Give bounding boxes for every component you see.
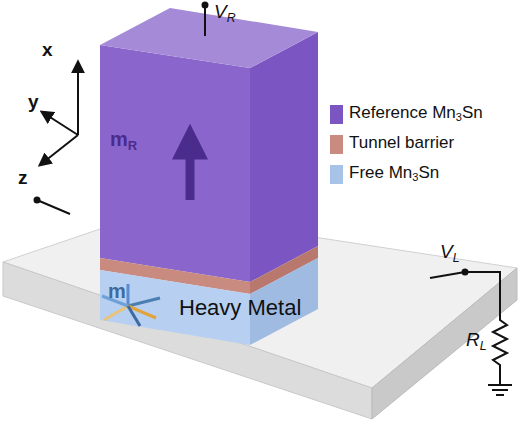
wire — [204, 5, 206, 36]
legend-swatch — [330, 105, 343, 124]
axis-label: z — [18, 168, 28, 189]
voltage-label: VL — [440, 242, 460, 265]
ground-symbol — [492, 389, 508, 391]
moment-label: mR — [110, 128, 137, 153]
reference-moment-arrow — [186, 138, 195, 200]
reference-layer-side — [250, 32, 318, 282]
wire — [37, 200, 70, 214]
voltage-label: VR — [214, 2, 236, 25]
pillar-top — [100, 8, 318, 68]
wire — [430, 272, 465, 278]
reference-layer — [100, 45, 250, 282]
legend-text: Free Mn3Sn — [349, 164, 439, 183]
axis-label: y — [28, 92, 39, 113]
legend-swatch — [330, 165, 343, 184]
legend-text: Tunnel barrier — [349, 134, 454, 153]
moment-label: m — [108, 280, 126, 302]
legend-text: Reference Mn3Sn — [349, 104, 483, 123]
axis-label: x — [42, 40, 53, 61]
slab-side — [372, 268, 517, 419]
terminal-dot — [34, 197, 41, 204]
axis-x — [77, 62, 79, 135]
resistor-symbol — [465, 272, 507, 385]
resistor-label: RL — [466, 330, 487, 353]
legend-swatch — [330, 135, 343, 154]
ground-symbol — [488, 384, 512, 386]
terminal-dot — [202, 2, 209, 9]
axis-y — [42, 112, 78, 135]
slab-region: Heavy Metal — [175, 291, 305, 324]
ground-symbol — [496, 394, 504, 396]
slab-label: Heavy Metal — [179, 295, 301, 320]
axis-z — [40, 135, 78, 165]
